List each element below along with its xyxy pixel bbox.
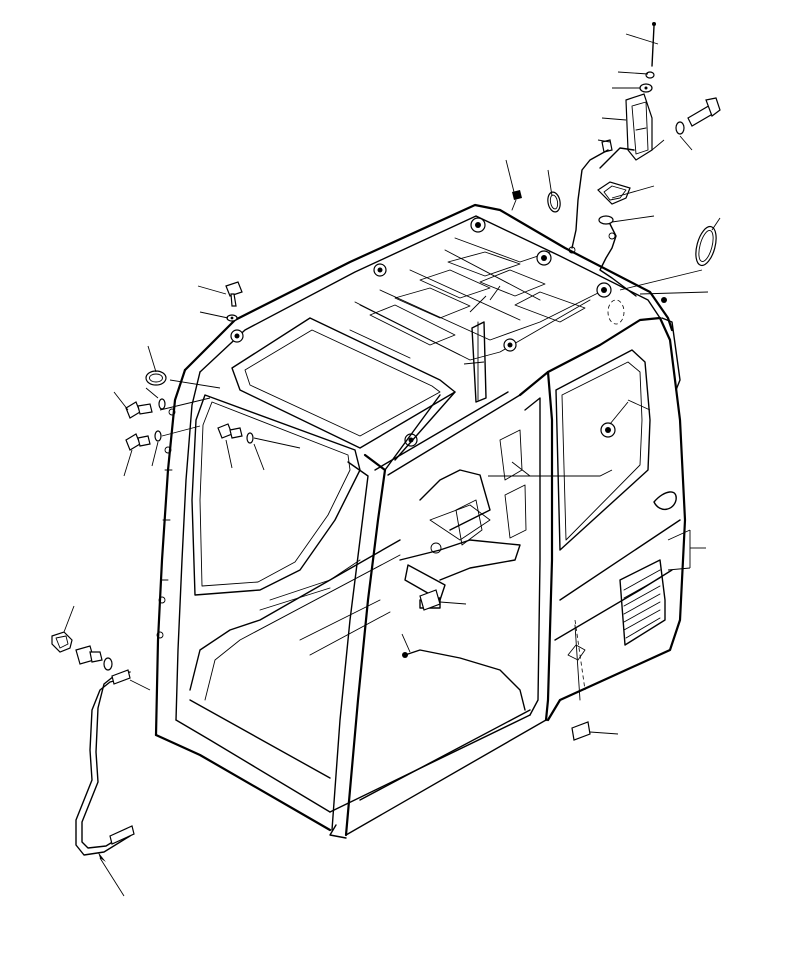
part-lamp-harness xyxy=(568,139,635,254)
part-rear-oval-seal xyxy=(695,225,717,267)
part-grab-handle xyxy=(51,631,135,856)
callout-leaders xyxy=(63,33,721,897)
roof-mount-bosses xyxy=(230,217,612,447)
part-rear-bolt xyxy=(661,297,667,303)
part-roof-clip xyxy=(511,190,522,211)
part-floor-bracket xyxy=(419,589,591,741)
interior-console xyxy=(259,429,527,656)
rear-grille xyxy=(619,559,666,646)
part-lamp-bolt xyxy=(675,97,721,135)
part-upper-left-bolt xyxy=(225,281,243,322)
part-roof-light-lens xyxy=(597,181,637,297)
callout-arrowheads xyxy=(98,404,654,862)
part-window-knob xyxy=(600,422,616,438)
part-rear-oval-gasket xyxy=(607,299,625,325)
part-left-bolts xyxy=(125,398,254,451)
part-roof-antenna-bolt xyxy=(639,22,656,93)
part-left-oval-seal xyxy=(145,370,167,386)
part-roof-seal-ring xyxy=(547,191,561,213)
cab-body xyxy=(154,203,687,839)
